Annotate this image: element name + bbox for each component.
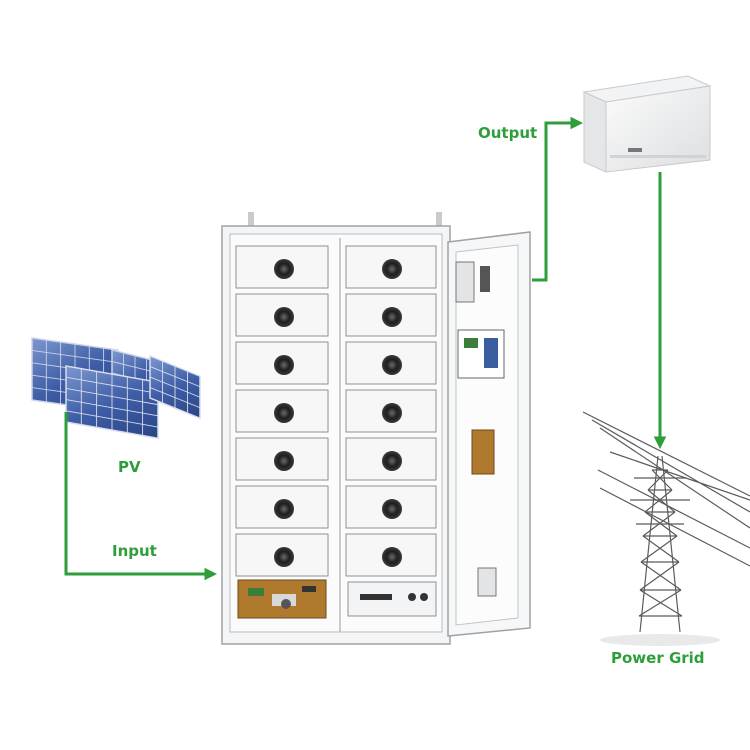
output-label: Output (478, 124, 538, 142)
output-arrow (532, 116, 584, 282)
power-grid-label: Power Grid (611, 649, 705, 667)
battery-cabinet-icon (221, 212, 531, 645)
energy-flow-arrows (64, 116, 667, 581)
inverter-icon (582, 75, 712, 173)
input-arrow (64, 412, 218, 581)
transmission-tower-icon (582, 411, 750, 646)
solar-panel-icon (31, 337, 201, 440)
pv-label: PV (118, 458, 141, 476)
input-label: Input (112, 542, 157, 560)
